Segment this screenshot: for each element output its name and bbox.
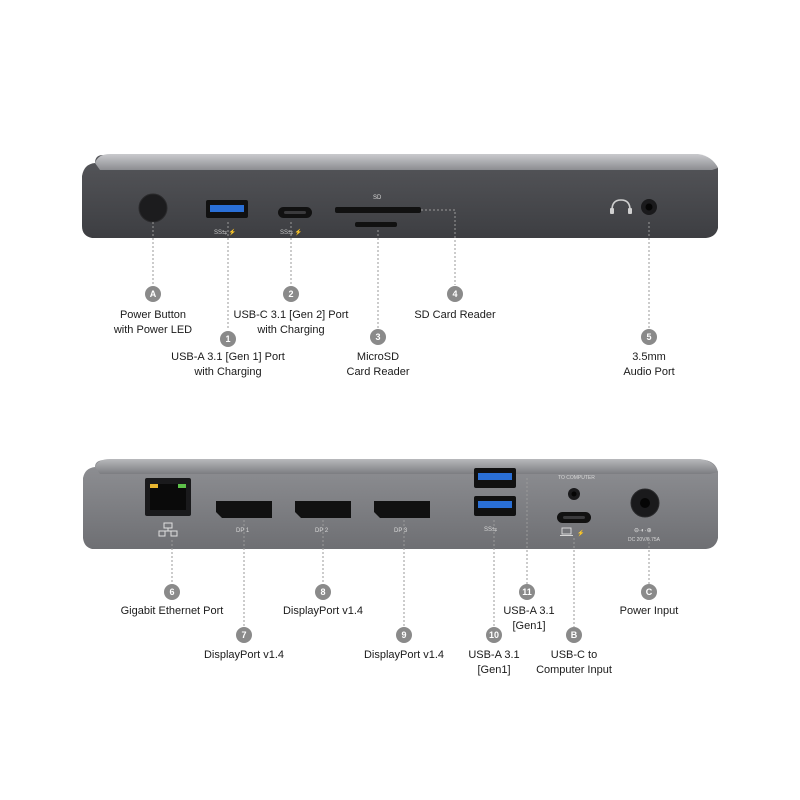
label-audio-port: 3.5mm Audio Port bbox=[623, 351, 675, 378]
sd-engraving: SD bbox=[373, 195, 382, 201]
label-sd-reader: SD Card Reader bbox=[414, 309, 496, 321]
badge-11: 11 bbox=[519, 584, 535, 600]
dp1-engraving: DP 1 bbox=[236, 528, 250, 534]
label-usb-c-front: USB-C 3.1 [Gen 2] Port with Charging bbox=[233, 309, 349, 336]
badge-9: 9 bbox=[396, 627, 412, 643]
power-button-icon bbox=[138, 193, 168, 223]
svg-text:SS⇆: SS⇆ bbox=[484, 526, 497, 533]
label-dp-9: DisplayPort v1.4 bbox=[363, 649, 445, 661]
svg-text:⚡: ⚡ bbox=[577, 529, 584, 537]
label-ethernet: Gigabit Ethernet Port bbox=[120, 605, 224, 617]
svg-text:SS⇆ ⚡: SS⇆ ⚡ bbox=[214, 228, 236, 236]
label-power-input: Power Input bbox=[619, 605, 679, 617]
front-leader-lines bbox=[152, 209, 650, 330]
label-usb-a-10: USB-A 3.1 [Gen1] bbox=[468, 649, 520, 676]
badge-c: C bbox=[641, 584, 657, 600]
laptop-icon bbox=[560, 527, 573, 536]
badge-1: 1 bbox=[220, 331, 236, 347]
label-dp-8: DisplayPort v1.4 bbox=[282, 605, 364, 617]
dc-rating-engraving: DC 20V/6.75A bbox=[628, 537, 660, 543]
rear-panel: SS⇆ ⚡ ⊖·◐·⊕ bbox=[83, 459, 718, 549]
dp2-engraving: DP 2 bbox=[315, 528, 329, 534]
displayport-2-icon bbox=[295, 501, 351, 518]
badge-3: 3 bbox=[370, 329, 386, 345]
displayport-3-icon bbox=[374, 501, 430, 518]
svg-text:⊖·◐·⊕: ⊖·◐·⊕ bbox=[634, 528, 652, 534]
network-icon bbox=[158, 522, 178, 537]
badge-2: 2 bbox=[283, 286, 299, 302]
badge-b: B bbox=[566, 627, 582, 643]
rear-leader-lines bbox=[171, 478, 650, 627]
sd-slot-icon bbox=[335, 207, 421, 213]
label-dp-7: DisplayPort v1.4 bbox=[203, 649, 285, 661]
label-usb-a-11: USB-A 3.1 [Gen1] bbox=[503, 605, 555, 632]
badge-5: 5 bbox=[641, 329, 657, 345]
label-microsd: MicroSD Card Reader bbox=[346, 351, 410, 378]
label-usb-a-front: USB-A 3.1 [Gen 1] Port with Charging bbox=[171, 351, 285, 378]
headphone-icon bbox=[611, 199, 631, 211]
microsd-slot-icon bbox=[355, 222, 397, 227]
badge-8: 8 bbox=[315, 584, 331, 600]
badge-4: 4 bbox=[447, 286, 463, 302]
badge-10: 10 bbox=[486, 627, 502, 643]
dp3-engraving: DP 3 bbox=[394, 528, 408, 534]
front-panel: SS⇆ ⚡ SS⇆ ⚡ bbox=[82, 154, 718, 238]
to-computer-engraving: TO COMPUTER bbox=[558, 475, 595, 481]
badge-7: 7 bbox=[236, 627, 252, 643]
label-usb-c-host: USB-C to Computer Input bbox=[536, 649, 612, 676]
badge-a: A bbox=[145, 286, 161, 302]
badge-6: 6 bbox=[164, 584, 180, 600]
displayport-1-icon bbox=[216, 501, 272, 518]
label-power-button: Power Button with Power LED bbox=[113, 309, 193, 336]
